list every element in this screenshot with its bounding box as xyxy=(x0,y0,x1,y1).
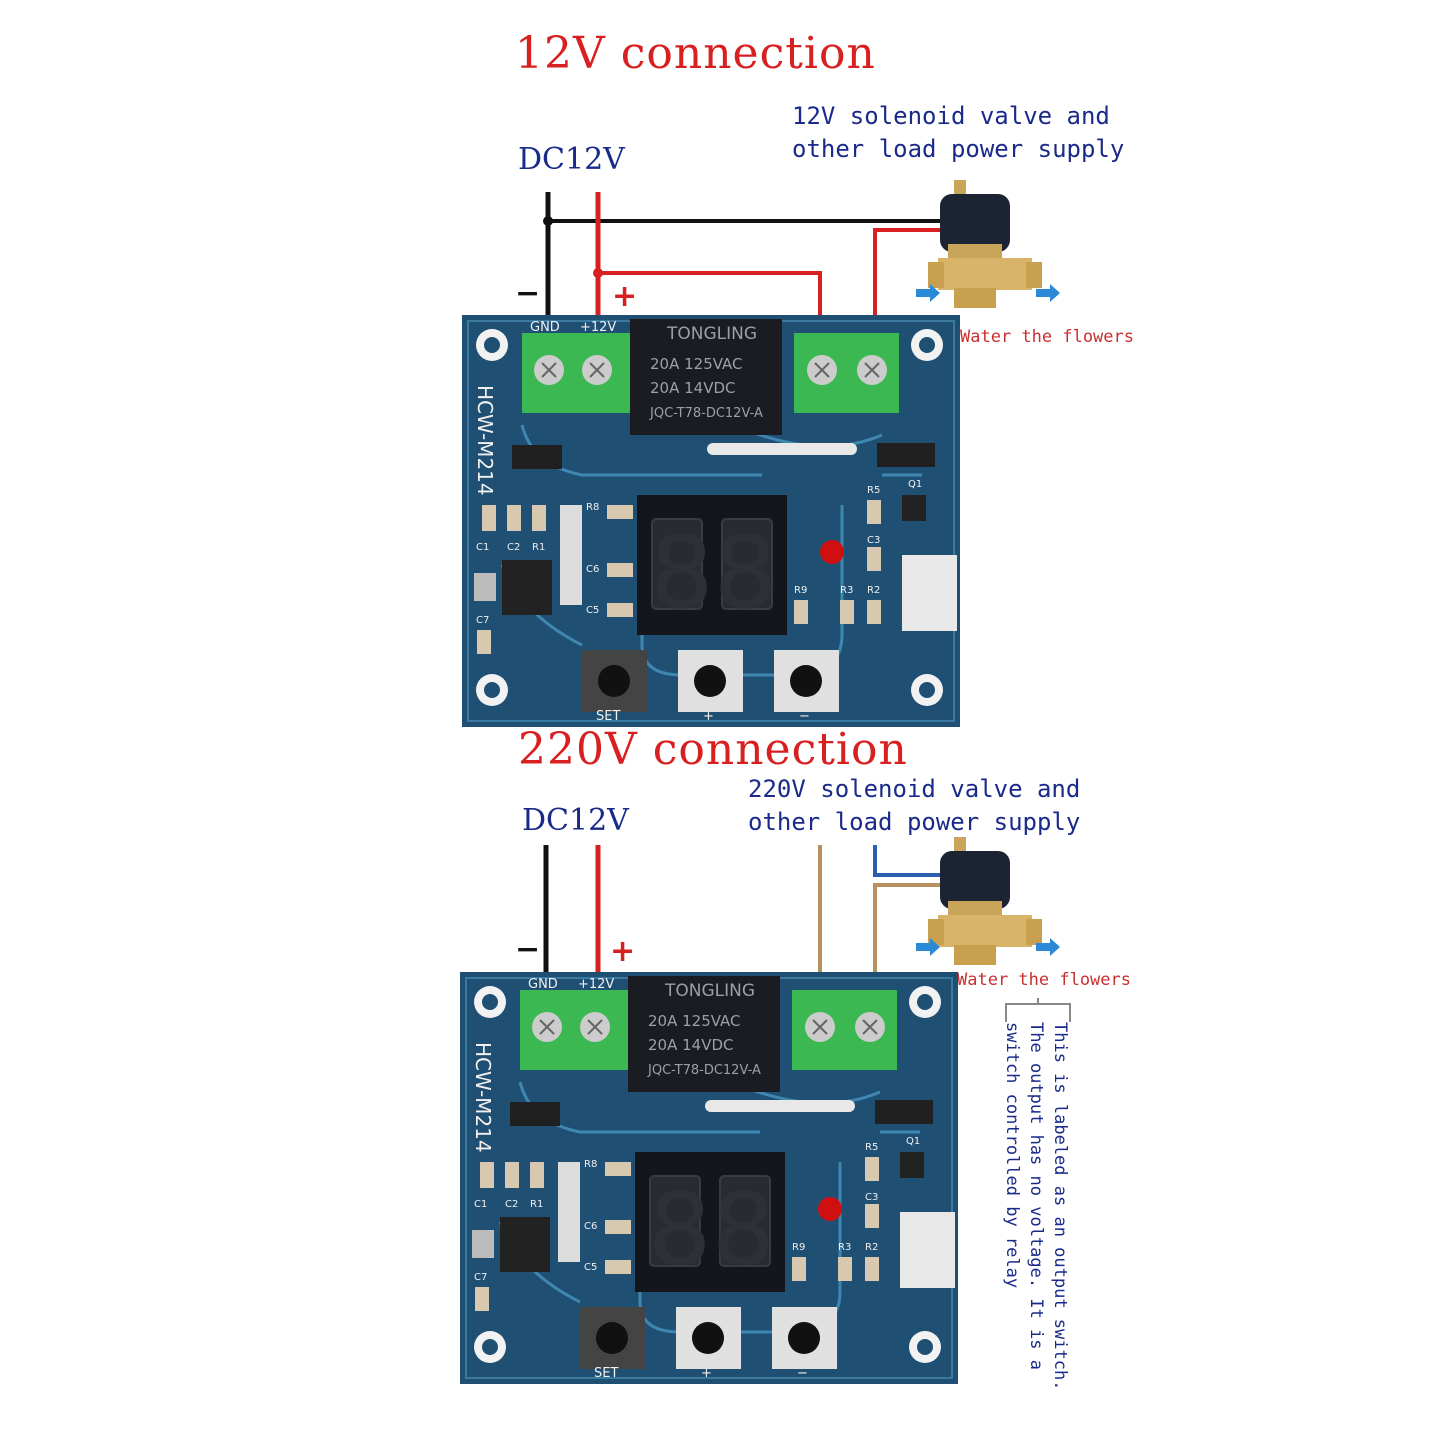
bottom-c6-label: C6 xyxy=(584,1221,597,1232)
bottom-c7-label: C7 xyxy=(474,1272,487,1283)
top-minus-sign: − xyxy=(515,276,541,311)
bottom-pcb-board: GND +12V TONGLING 20A 125VAC 20A 14VDC J… xyxy=(460,972,958,1384)
bottom-relay-line2: 20A 14VDC xyxy=(648,1036,734,1054)
bottom-set-label: SET xyxy=(594,1366,618,1381)
top-r3-label: R3 xyxy=(840,585,853,596)
bottom-c2-label: C2 xyxy=(505,1199,518,1210)
top-model-label: HCW-M214 xyxy=(473,385,497,496)
top-dc12v-label: DC12V xyxy=(518,142,625,177)
top-c2-label: C2 xyxy=(507,542,520,553)
note-bracket xyxy=(1005,998,1071,1022)
top-12v-label: +12V xyxy=(580,320,616,335)
top-water-label: Water the flowers xyxy=(960,327,1134,347)
bottom-led-display: 88 xyxy=(648,1171,775,1288)
top-set-label: SET xyxy=(596,709,620,724)
top-load-caption: 12V solenoid valve and other load power … xyxy=(792,100,1124,166)
bottom-dc12v-label: DC12V xyxy=(522,803,629,838)
bottom-title: 220V connection xyxy=(518,724,908,775)
bottom-relay-brand: TONGLING xyxy=(664,981,755,1001)
top-relay-line2: 20A 14VDC xyxy=(650,379,736,397)
bottom-r9-label: R9 xyxy=(792,1242,805,1253)
bottom-relay-line1: 20A 125VAC xyxy=(648,1012,741,1030)
top-load-line1: 12V solenoid valve and xyxy=(792,102,1110,130)
bottom-wiring xyxy=(543,845,945,978)
top-c5-label: C5 xyxy=(586,605,599,616)
top-c3-label: C3 xyxy=(867,535,880,546)
top-load-line2: other load power supply xyxy=(792,135,1125,163)
bottom-r8-label: R8 xyxy=(584,1159,597,1170)
bottom-plus-label: + xyxy=(701,1366,712,1381)
bottom-minus-sign: − xyxy=(515,932,541,967)
top-plus-label: + xyxy=(703,709,714,724)
top-r8-label: R8 xyxy=(586,502,599,513)
bottom-r2-label: R2 xyxy=(865,1242,878,1253)
note-line1: This is labeled as an output switch. xyxy=(1050,1022,1070,1391)
top-minus-label: − xyxy=(799,709,810,724)
top-led-display: 88 xyxy=(650,514,777,631)
top-wiring xyxy=(543,192,948,330)
top-r5-label: R5 xyxy=(867,485,880,496)
top-r1-label: R1 xyxy=(532,542,545,553)
bottom-c5-label: C5 xyxy=(584,1262,597,1273)
top-solenoid-valve-icon xyxy=(916,180,1060,308)
bottom-relay-line3: JQC-T78-DC12V-A xyxy=(647,1063,761,1078)
bottom-load-caption: 220V solenoid valve and other load power… xyxy=(748,773,1080,839)
note-line3: switch controlled by relay xyxy=(1002,1022,1022,1289)
note-line2: The output has no voltage. It is a xyxy=(1026,1022,1046,1370)
bottom-plus-sign: + xyxy=(610,934,636,969)
top-red-wire xyxy=(593,192,945,330)
bottom-blue-wire xyxy=(873,845,945,877)
bottom-solenoid-valve-icon xyxy=(916,837,1060,965)
bottom-load-line2: other load power supply xyxy=(748,808,1081,836)
top-c6-label: C6 xyxy=(586,564,599,575)
top-r2-label: R2 xyxy=(867,585,880,596)
top-plus-sign: + xyxy=(612,279,638,314)
bottom-minus-label: − xyxy=(797,1366,808,1381)
bottom-water-label: Water the flowers xyxy=(957,970,1131,990)
top-c1-label: C1 xyxy=(476,542,489,553)
top-c7-label: C7 xyxy=(476,615,489,626)
top-black-wire xyxy=(543,192,948,318)
bottom-load-line1: 220V solenoid valve and xyxy=(748,775,1081,803)
bottom-r3-label: R3 xyxy=(838,1242,851,1253)
top-r9-label: R9 xyxy=(794,585,807,596)
top-q1-label: Q1 xyxy=(908,479,922,490)
bottom-q1-label: Q1 xyxy=(906,1136,920,1147)
bottom-r1-label: R1 xyxy=(530,1199,543,1210)
bottom-brown-wire-2 xyxy=(873,883,945,975)
bottom-r5-label: R5 xyxy=(865,1142,878,1153)
bottom-12v-label: +12V xyxy=(578,977,614,992)
top-relay-line3: JQC-T78-DC12V-A xyxy=(649,406,763,421)
bottom-c3-label: C3 xyxy=(865,1192,878,1203)
bottom-c1-label: C1 xyxy=(474,1199,487,1210)
top-gnd-label: GND xyxy=(530,320,560,335)
top-relay-brand: TONGLING xyxy=(666,324,757,344)
top-title: 12V connection xyxy=(515,28,876,79)
bottom-gnd-label: GND xyxy=(528,977,558,992)
output-switch-note: This is labeled as an output switch. The… xyxy=(1000,1022,1072,1422)
top-relay-line1: 20A 125VAC xyxy=(650,355,743,373)
top-pcb-board: GND +12V TONGLING 20A 125VAC 20A 14VDC J… xyxy=(462,315,960,727)
bottom-model-label: HCW-M214 xyxy=(471,1042,495,1153)
